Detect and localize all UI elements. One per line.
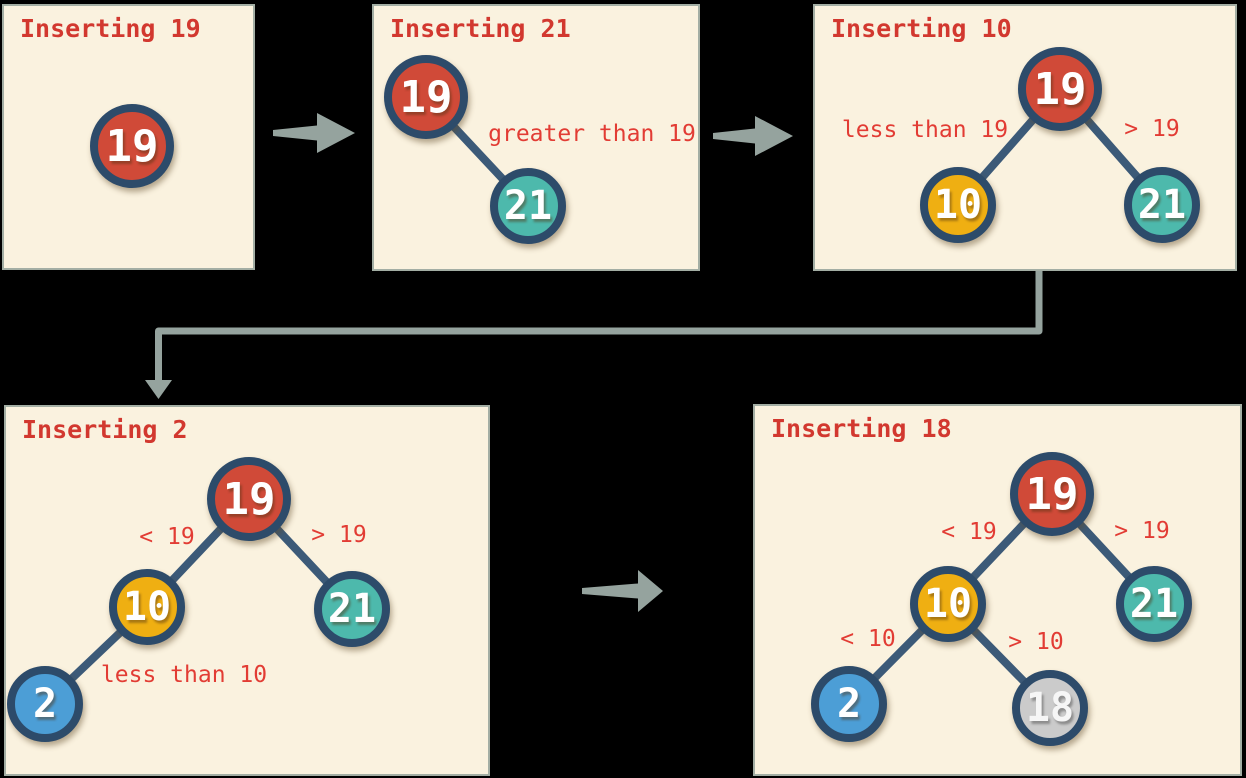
panel-inserting-19: Inserting 19 19 bbox=[2, 4, 255, 270]
edge-label-greater-19: > 19 bbox=[1124, 116, 1180, 142]
panel-inserting-2: Inserting 2 19 10 21 2 < 19 > 19 less th… bbox=[4, 405, 490, 776]
panel-title: Inserting 10 bbox=[831, 14, 1012, 43]
panel-title: Inserting 18 bbox=[771, 414, 952, 443]
tree-node-19: 19 bbox=[90, 104, 174, 188]
tree-node-21: 21 bbox=[1124, 167, 1200, 243]
edge-label-less-19: < 19 bbox=[139, 524, 195, 550]
tree-node-2: 2 bbox=[7, 666, 83, 742]
panel-inserting-21: Inserting 21 19 21 greater than 19 bbox=[372, 4, 700, 271]
elbow-arrow-head-icon bbox=[145, 380, 172, 399]
edge-label-less-10: < 10 bbox=[840, 626, 896, 652]
tree-node-19: 19 bbox=[207, 457, 291, 541]
tree-node-19: 19 bbox=[384, 55, 468, 139]
panel-inserting-10: Inserting 10 19 10 21 less than 19 > 19 bbox=[813, 4, 1237, 271]
panel-inserting-18: Inserting 18 19 10 21 2 18 < 19 > 19 < 1… bbox=[753, 404, 1242, 776]
edge-label-less-than-19: less than 19 bbox=[841, 117, 1009, 143]
edge-label-greater-19: > 19 bbox=[1114, 518, 1170, 544]
edge-label-greater-than-19: greater than 19 bbox=[488, 121, 696, 147]
tree-node-19: 19 bbox=[1018, 47, 1102, 131]
edge-label-less-19: < 19 bbox=[941, 519, 997, 545]
tree-node-21: 21 bbox=[314, 571, 390, 647]
panel-title: Inserting 21 bbox=[390, 14, 571, 43]
arrow-right-icon bbox=[713, 116, 793, 156]
tree-node-19: 19 bbox=[1010, 452, 1094, 536]
tree-node-10: 10 bbox=[910, 566, 986, 642]
panel-title: Inserting 2 bbox=[22, 415, 188, 444]
tree-node-10: 10 bbox=[109, 569, 185, 645]
tree-node-21: 21 bbox=[1116, 566, 1192, 642]
tree-node-21: 21 bbox=[490, 168, 566, 244]
edge-label-less-than-10: less than 10 bbox=[100, 662, 268, 688]
arrow-right-icon bbox=[582, 570, 663, 612]
edge-label-greater-10: > 10 bbox=[1008, 629, 1064, 655]
tree-node-2: 2 bbox=[811, 666, 887, 742]
tree-node-10: 10 bbox=[920, 167, 996, 243]
edge-label-greater-19: > 19 bbox=[311, 522, 367, 548]
elbow-arrow bbox=[155, 271, 1043, 381]
arrow-right-icon bbox=[273, 113, 355, 153]
tree-node-18: 18 bbox=[1012, 670, 1088, 746]
panel-title: Inserting 19 bbox=[20, 14, 201, 43]
